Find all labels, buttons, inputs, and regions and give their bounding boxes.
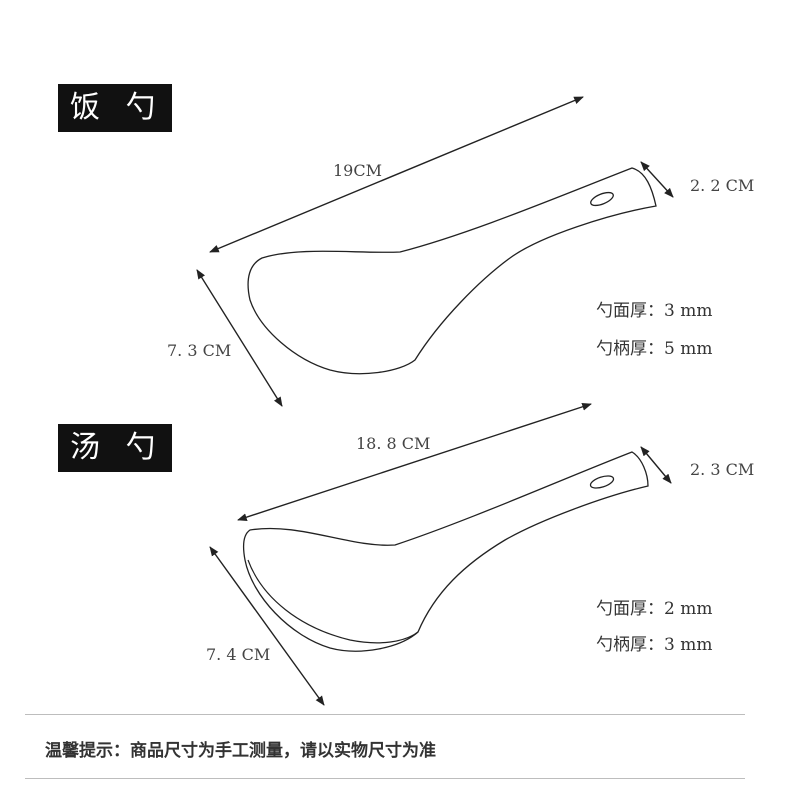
- rice-length-arrow: [209, 96, 584, 253]
- rice-handle-thickness: 勺柄厚：5 mm: [596, 339, 713, 359]
- soup-handle-width-arrow: [640, 446, 672, 484]
- rice-bowl-width-label: 7. 3 CM: [167, 341, 232, 360]
- footer-note: 温馨提示：商品尺寸为手工测量，请以实物尺寸为准: [45, 741, 436, 761]
- rice-bowl-thickness: 勺面厚：3 mm: [596, 301, 713, 321]
- soup-spoon-bowl-depth: [247, 559, 419, 644]
- rice-spoon-hole: [590, 191, 614, 207]
- rice-spoon-outline: [247, 167, 657, 375]
- rice-handle-width-label: 2. 2 CM: [690, 176, 755, 195]
- soup-bowl-thickness: 勺面厚：2 mm: [596, 599, 713, 619]
- rice-handle-width-arrow: [640, 161, 674, 198]
- rice-spoon-title: 饭 勺: [58, 84, 172, 132]
- soup-spoon-title: 汤 勺: [58, 424, 172, 472]
- soup-spoon-hole: [589, 475, 615, 489]
- rice-length-label: 19CM: [333, 161, 382, 180]
- soup-bowl-width-label: 7. 4 CM: [206, 645, 271, 664]
- soup-handle-width-label: 2. 3 CM: [690, 460, 755, 479]
- rice-bowl-width-arrow: [196, 269, 283, 407]
- bottom-divider: [25, 778, 745, 779]
- soup-length-label: 18. 8 CM: [356, 434, 431, 453]
- soup-handle-thickness: 勺柄厚：3 mm: [596, 635, 713, 655]
- soup-spoon-outline: [243, 451, 649, 652]
- soup-bowl-width-arrow: [209, 546, 325, 706]
- top-divider: [25, 714, 745, 715]
- soup-length-arrow: [237, 403, 592, 521]
